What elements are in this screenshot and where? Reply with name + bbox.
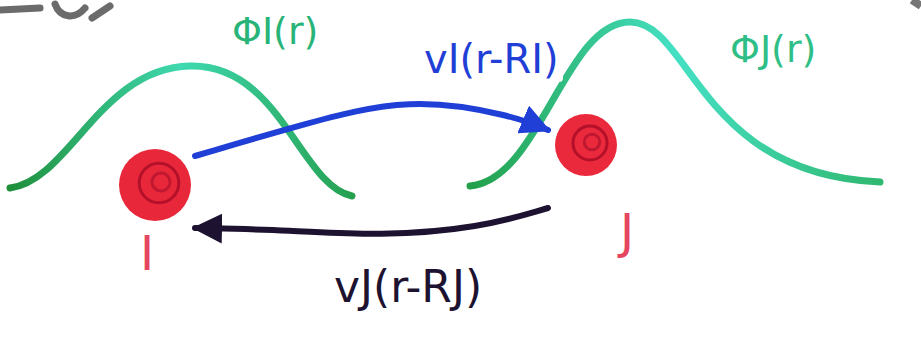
- atom-shading: [573, 126, 607, 160]
- atom-label: J: [620, 204, 634, 259]
- wavefunction-label: ΦI(r): [232, 10, 318, 54]
- hopping-arrow: [195, 208, 548, 234]
- potential-label: vI(r-RI): [420, 36, 563, 82]
- wavefunction-label: ΦJ(r): [730, 28, 816, 72]
- atom: I: [112, 148, 195, 285]
- atom: J: [548, 108, 638, 263]
- board-scribble: [912, 0, 921, 6]
- atom-circle: [555, 114, 617, 176]
- potential-label: vJ(r-RJ): [330, 262, 486, 313]
- board-scribble: [0, 4, 110, 18]
- atom-shading: [584, 134, 600, 150]
- atom-label: I: [140, 226, 154, 281]
- atom-circle: [119, 149, 191, 221]
- atom-shading: [139, 163, 179, 203]
- atom-shading: [152, 173, 170, 191]
- hopping-arrow: [195, 104, 548, 156]
